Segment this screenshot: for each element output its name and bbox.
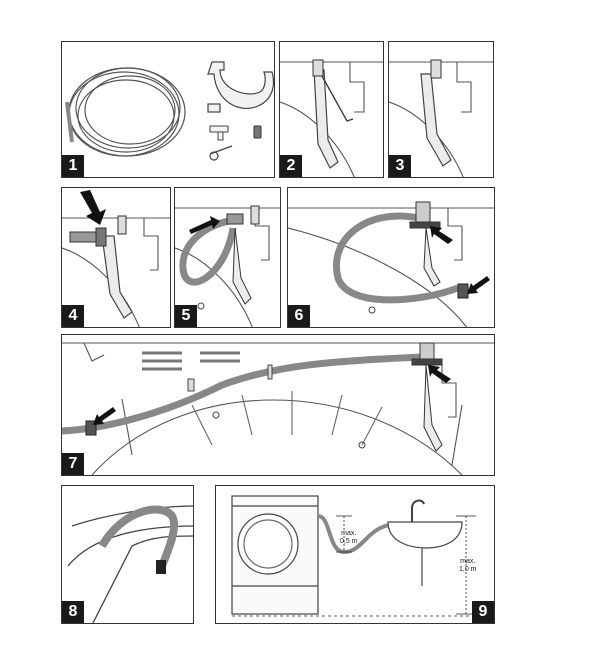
tap-connector bbox=[312, 59, 354, 122]
cable-tie bbox=[209, 145, 233, 161]
tap-connector bbox=[430, 59, 442, 79]
panel-9-illustration bbox=[231, 495, 476, 617]
panel-1: 1 bbox=[61, 41, 275, 178]
label-max-1-0m: max. 1,0 m bbox=[459, 558, 477, 574]
panel-2-illustration bbox=[280, 59, 383, 177]
arrow-icon bbox=[80, 190, 106, 225]
hose-clip bbox=[457, 283, 469, 299]
panel-number-1: 1 bbox=[62, 155, 84, 177]
looped-hose bbox=[179, 216, 237, 286]
panel-5-illustration bbox=[175, 205, 280, 327]
panel-number-5: 5 bbox=[175, 305, 197, 327]
panel-5: 5 bbox=[174, 187, 281, 328]
panel-8-illustration bbox=[67, 505, 193, 623]
long-hose bbox=[62, 353, 423, 435]
arrow-icon bbox=[189, 216, 220, 234]
panel-number-3: 3 bbox=[389, 155, 411, 177]
tap-connector bbox=[411, 342, 443, 452]
panel-8: 8 bbox=[61, 485, 194, 624]
panel-number-4: 4 bbox=[62, 305, 84, 327]
large-hose-loop bbox=[333, 212, 460, 304]
arrow-icon-upper bbox=[430, 226, 453, 244]
panel-2: 2 bbox=[279, 41, 384, 178]
panel-number-8: 8 bbox=[62, 601, 84, 623]
tap-connector bbox=[409, 201, 441, 287]
panel-number-9: 9 bbox=[472, 601, 494, 623]
arrow-icon-lower bbox=[93, 407, 116, 425]
hose-guide-u-bend bbox=[207, 61, 274, 113]
elbow-connector bbox=[209, 125, 229, 141]
panel-7-illustration bbox=[62, 342, 494, 475]
tap-connector bbox=[117, 215, 127, 235]
panel-number-6: 6 bbox=[288, 305, 310, 327]
panel-3: 3 bbox=[388, 41, 494, 178]
hose-clip bbox=[85, 420, 97, 436]
arrow-icon-upper bbox=[428, 365, 451, 383]
panel-4-illustration bbox=[62, 190, 170, 327]
panel-number-7: 7 bbox=[62, 453, 84, 475]
ribbed-connector bbox=[69, 227, 107, 247]
ribbed-connector bbox=[226, 213, 244, 225]
label-max-0-5m-line2: 0,5 m bbox=[340, 538, 358, 545]
label-max-1-0m-line2: 1,0 m bbox=[459, 566, 477, 573]
tap-connector bbox=[232, 205, 260, 305]
hose-behind-machine bbox=[313, 69, 339, 169]
arrow-icon-lower bbox=[467, 276, 490, 294]
label-max-0-5m: max. 0,5 m bbox=[340, 530, 358, 546]
panel-7: 7 bbox=[61, 334, 495, 476]
label-max-0-5m-line1: max. bbox=[341, 530, 357, 537]
panel-1-illustration bbox=[65, 61, 274, 161]
panel-4: 4 bbox=[61, 187, 171, 328]
panel-3-illustration bbox=[389, 59, 493, 177]
washing-machine bbox=[231, 495, 319, 615]
panel-6: 6 bbox=[287, 187, 495, 328]
hose-fitting bbox=[101, 235, 133, 319]
label-max-1-0m-line1: max. bbox=[460, 558, 476, 565]
panel-6-illustration bbox=[288, 201, 494, 327]
hose-hanging bbox=[420, 73, 452, 167]
hose-clamp bbox=[253, 125, 262, 139]
panel-9: max. 0,5 m max. 1,0 m 9 bbox=[215, 485, 495, 624]
panel-number-2: 2 bbox=[280, 155, 302, 177]
hose-guide-hooked bbox=[98, 505, 179, 568]
sink bbox=[387, 499, 463, 586]
coiled-drain-hose bbox=[65, 67, 186, 157]
